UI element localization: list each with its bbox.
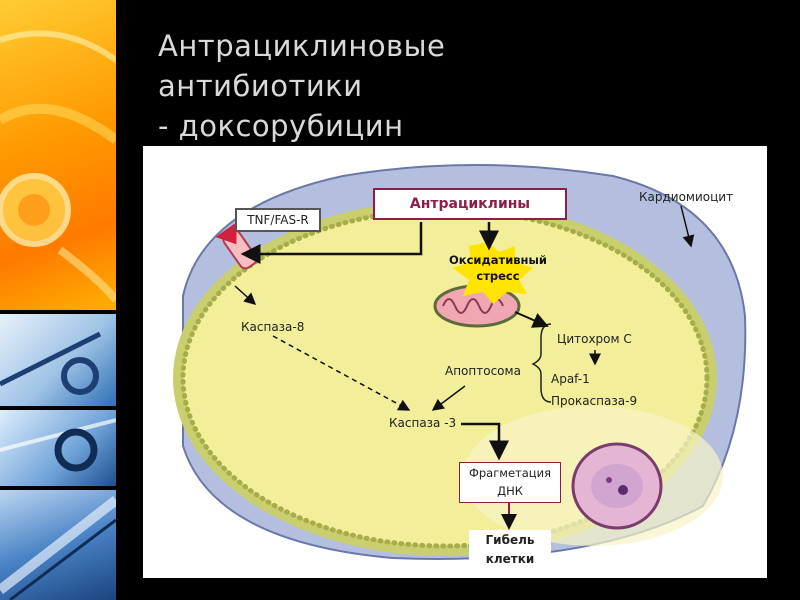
death-line-2: клетки <box>485 552 535 566</box>
frag-line-1: Фрагметация <box>468 466 551 480</box>
cardiomyocyte-label: Кардиомиоцит <box>639 190 734 204</box>
diagram-panel: TNF/FAS-R Антрациклины Кардиомиоцит Окси… <box>143 146 767 578</box>
instrument-photo <box>0 410 116 486</box>
title-line-2: антибиотики <box>158 69 363 103</box>
dna-fragmentation-box: Фрагметация ДНК <box>459 462 561 503</box>
cell-death-box: Гибель клетки <box>469 530 551 571</box>
oxidative-stress-label: Оксидативный стресс <box>433 252 563 284</box>
stress-line-2: стресс <box>476 269 520 283</box>
procaspase9-label: Прокаспаза-9 <box>551 394 638 408</box>
decorative-photo-strip <box>0 0 116 600</box>
caspase3-label: Каспаза -3 <box>389 416 457 430</box>
cytochrome-label: Цитохром С <box>557 332 632 346</box>
frag-line-2: ДНК <box>497 484 523 498</box>
receptor-label: TNF/FAS-R <box>235 208 321 232</box>
apaf-label: Apaf-1 <box>551 372 590 386</box>
stethoscope-photo <box>0 0 116 310</box>
syringe-photo <box>0 490 116 600</box>
oxidative-stress-burst <box>453 242 533 304</box>
caspase8-label: Каспаза-8 <box>241 320 305 334</box>
stress-line-1: Оксидативный <box>449 253 547 267</box>
death-line-1: Гибель <box>485 533 535 547</box>
title-line-3: - доксорубицин <box>158 109 404 143</box>
thermometer-photo <box>0 314 116 406</box>
anthracyclines-box: Антрациклины <box>373 188 567 220</box>
apoptosome-label: Апоптосома <box>445 364 521 378</box>
slide-title: Антрациклиновые антибиотики - доксорубиц… <box>158 26 445 146</box>
title-line-1: Антрациклиновые <box>158 29 446 63</box>
